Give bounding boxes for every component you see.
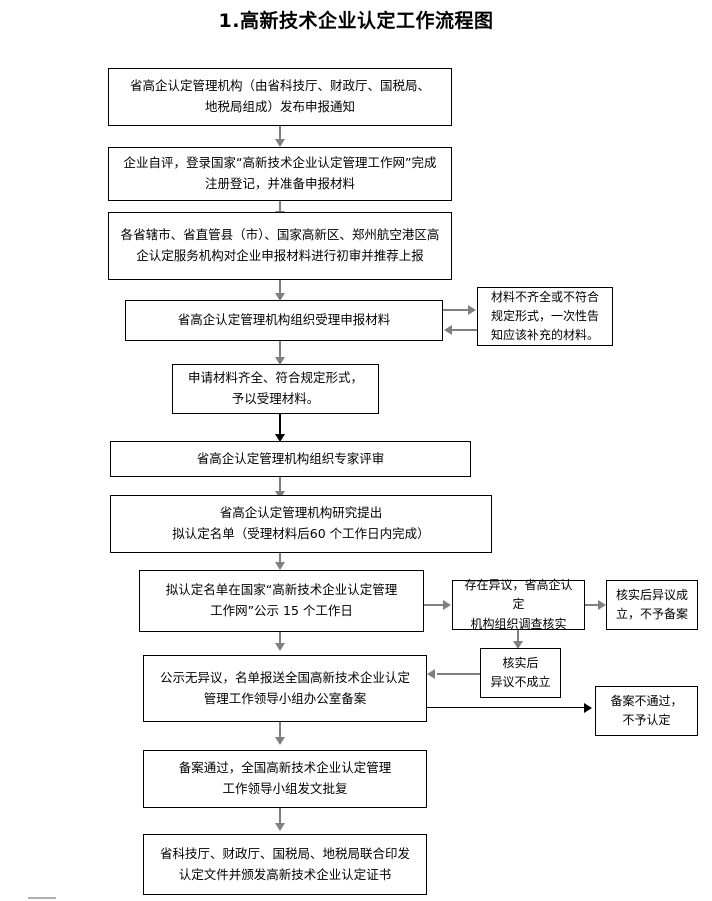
- connector-n3-n4: [279, 280, 281, 296]
- connector-n4-n4r: [443, 309, 469, 311]
- connector-n8r-n8rr: [585, 604, 601, 606]
- connector-n8-n9: [279, 632, 281, 646]
- node-label: 备案不通过， 不予认定: [610, 693, 683, 727]
- arrow-down-icon: [275, 737, 285, 745]
- node-label: 省高企认定管理机构组织专家评审: [196, 450, 385, 466]
- node-objection-upheld: 核实后异议成 立，不予备案: [606, 580, 698, 630]
- node-label: 各省辖市、省直管县（市）、国家高新区、郑州航空港区高 企认定服务机构对企业申报材…: [120, 227, 440, 263]
- arrow-down-icon: [275, 357, 285, 365]
- arrow-down-icon: [275, 562, 285, 570]
- arrow-down-icon: [513, 641, 523, 649]
- node-label: 材料不齐全或不符合 规定形式，一次性告 知应该补充的材料。: [490, 289, 599, 343]
- node-objection-investigation: 存在异议，省高企认定 机构组织调查核实: [452, 578, 585, 631]
- node-materials-complete: 申请材料齐全、符合规定形式， 予以受理材料。: [172, 364, 379, 414]
- arrow-left-icon: [427, 669, 435, 679]
- connector-n2-n3: [279, 201, 281, 213]
- node-label: 公示无异议，名单报送全国高新技术企业认定 管理工作领导小组办公室备案: [159, 669, 410, 706]
- page-title: 1.高新技术企业认定工作流程图: [218, 10, 494, 32]
- arrow-left-icon: [444, 325, 452, 335]
- connector-n8-n8r: [424, 604, 444, 606]
- arrow-down-icon: [275, 139, 285, 147]
- node-record-rejected: 备案不通过， 不予认定: [595, 686, 698, 736]
- arrow-down-icon: [275, 823, 285, 831]
- connector-n7-n8: [279, 553, 281, 565]
- connector-n5-n6: [279, 414, 281, 438]
- node-label: 省高企认定管理机构（由省科技厅、财政厅、国税局、 地税局组成）发布申报通知: [129, 78, 430, 114]
- node-issue-certificate: 省科技厅、财政厅、国税局、地税局联合印发 认定文件并颁发高新技术企业认定证书: [143, 834, 427, 895]
- node-label: 申请材料齐全、符合规定形式， 予以受理材料。: [187, 370, 363, 406]
- connector-n10-n11: [279, 808, 281, 826]
- connector-n4-n5: [279, 341, 281, 360]
- connector-n9-n10: [279, 722, 281, 740]
- footer-rule: [28, 897, 56, 899]
- connector-n9-n9r: [427, 707, 586, 708]
- arrow-down-icon: [275, 293, 285, 301]
- node-public-announcement: 拟认定名单在国家“高新技术企业认定管理 工作网”公示 15 个工作日: [139, 570, 424, 632]
- node-preliminary-review: 各省辖市、省直管县（市）、国家高新区、郑州航空港区高 企认定服务机构对企业申报材…: [108, 212, 452, 280]
- connector-n4r-n4: [452, 329, 477, 331]
- connector-n6-n7: [279, 477, 281, 494]
- connector-n1-n2: [279, 126, 281, 141]
- node-accept-materials: 省高企认定管理机构组织受理申报材料: [125, 300, 443, 341]
- node-label: 拟认定名单在国家“高新技术企业认定管理 工作网”公示 15 个工作日: [165, 582, 398, 618]
- node-incomplete-materials: 材料不齐全或不符合 规定形式，一次性告 知应该补充的材料。: [477, 287, 613, 346]
- node-label: 核实后异议成 立，不予备案: [615, 587, 688, 621]
- arrow-right-icon: [443, 600, 451, 610]
- arrow-right-icon: [598, 600, 606, 610]
- arrow-right-icon: [468, 305, 476, 315]
- connector-n8m-n9: [437, 673, 480, 675]
- arrow-down-icon: [275, 434, 285, 442]
- node-label: 省高企认定管理机构组织受理申报材料: [177, 312, 391, 328]
- connector-n8r-n8m: [517, 630, 519, 644]
- node-label: 企业自评，登录国家“高新技术企业认定管理工作网”完成 注册登记，并准备申报材料: [123, 155, 437, 191]
- node-record-approved: 备案通过，全国高新技术企业认定管理 工作领导小组发文批复: [143, 750, 427, 808]
- node-expert-review: 省高企认定管理机构组织专家评审: [110, 441, 471, 477]
- node-label: 省高企认定管理机构研究提出 拟认定名单（受理材料后60 个工作日内完成）: [172, 505, 430, 541]
- node-objection-rejected: 核实后 异议不成立: [480, 648, 561, 698]
- arrow-right-icon: [584, 703, 592, 713]
- arrow-down-icon: [275, 643, 285, 651]
- node-issue-notice: 省高企认定管理机构（由省科技厅、财政厅、国税局、 地税局组成）发布申报通知: [108, 68, 452, 126]
- node-label: 核实后 异议不成立: [490, 655, 551, 689]
- node-proposed-list: 省高企认定管理机构研究提出 拟认定名单（受理材料后60 个工作日内完成）: [110, 495, 492, 553]
- node-label: 存在异议，省高企认定 机构组织调查核实: [464, 578, 573, 631]
- node-submit-for-record: 公示无异议，名单报送全国高新技术企业认定 管理工作领导小组办公室备案: [143, 655, 427, 722]
- node-label: 省科技厅、财政厅、国税局、地税局联合印发 认定文件并颁发高新技术企业认定证书: [159, 845, 410, 882]
- node-label: 备案通过，全国高新技术企业认定管理 工作领导小组发文批复: [178, 760, 392, 796]
- node-enterprise-self-assessment: 企业自评，登录国家“高新技术企业认定管理工作网”完成 注册登记，并准备申报材料: [108, 147, 452, 201]
